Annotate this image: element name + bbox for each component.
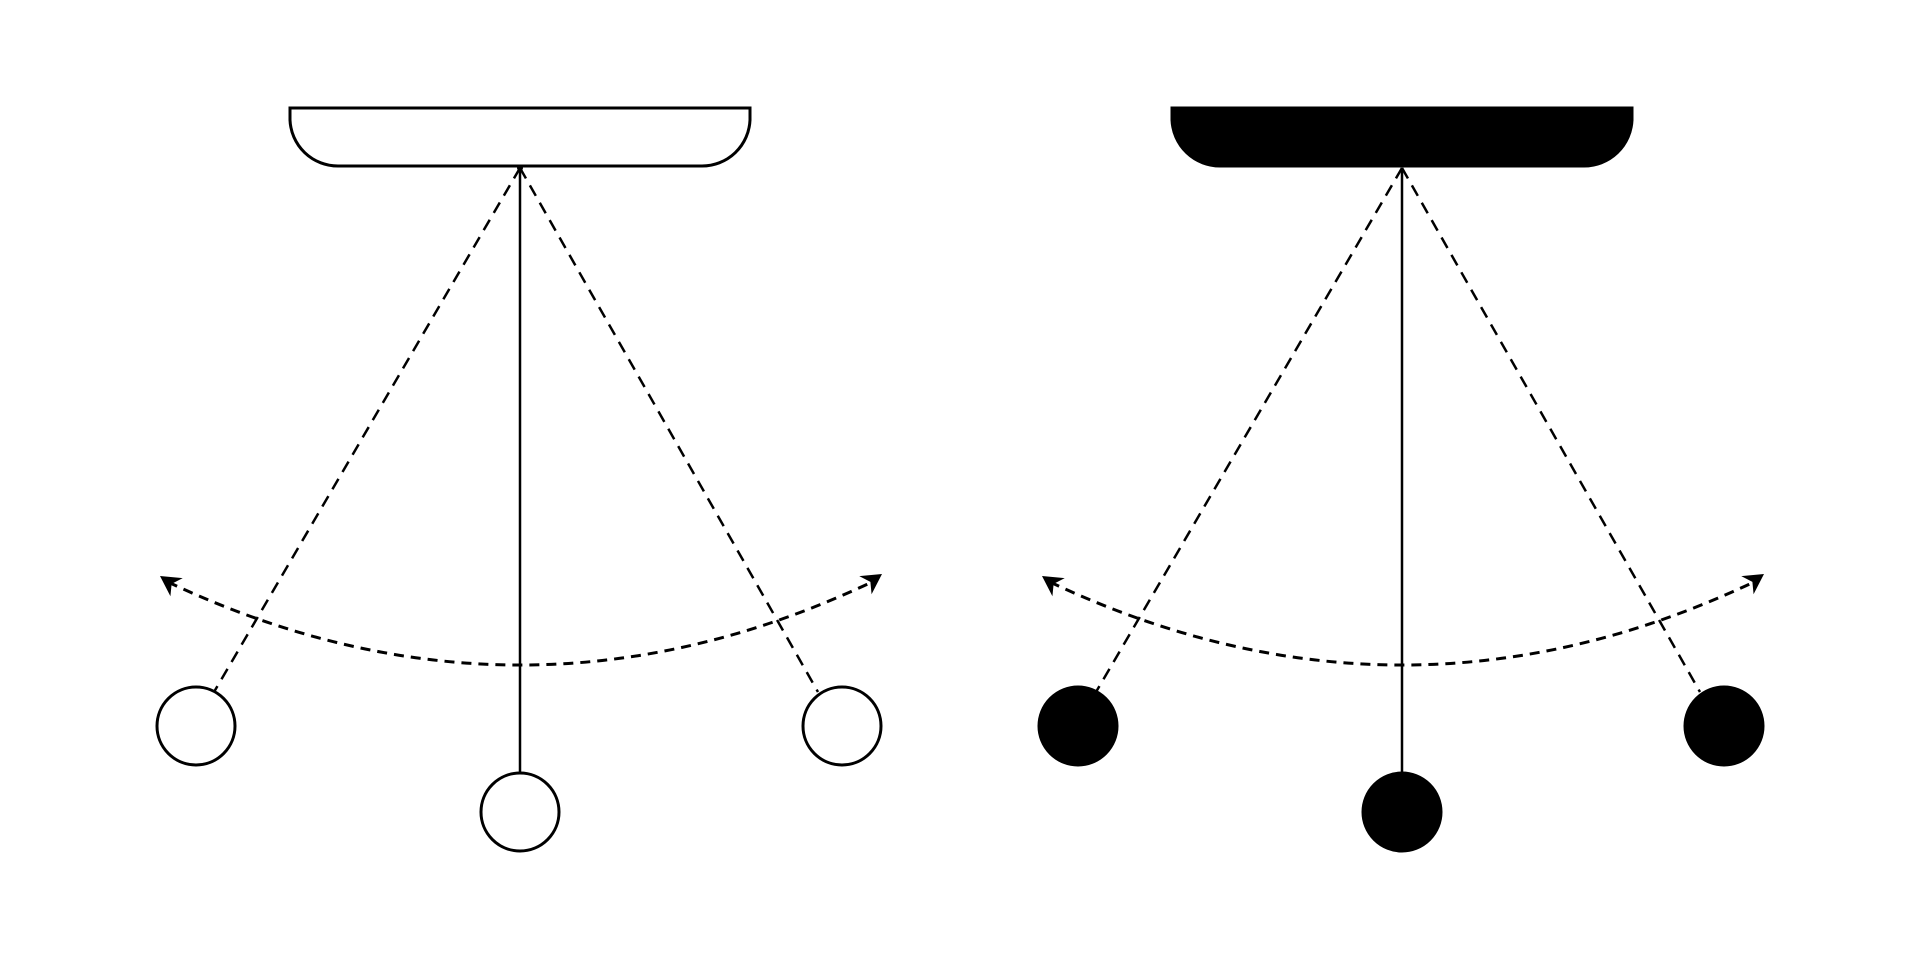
- arrowhead-left: [153, 566, 183, 597]
- ceiling-mount-outline: [288, 106, 752, 168]
- bob-center: [1361, 771, 1443, 853]
- bob-right: [1683, 685, 1765, 767]
- rod-dashed-right: [1400, 167, 1702, 693]
- pendulum-outline-icon: [153, 106, 889, 853]
- rod-dashed-right: [518, 167, 820, 693]
- rod-dashed-left: [212, 167, 522, 693]
- arrowhead-right: [859, 564, 889, 595]
- arrowhead-left: [1035, 566, 1065, 597]
- pendulum-solid-icon: [1035, 106, 1771, 853]
- bob-center: [479, 771, 561, 853]
- bob-right: [801, 685, 883, 767]
- pivot-point: [517, 165, 523, 171]
- bob-left: [155, 685, 237, 767]
- arrowhead-right: [1741, 564, 1771, 595]
- rod-dashed-left: [1094, 167, 1404, 693]
- ceiling-mount-solid: [1170, 106, 1634, 168]
- bob-left: [1037, 685, 1119, 767]
